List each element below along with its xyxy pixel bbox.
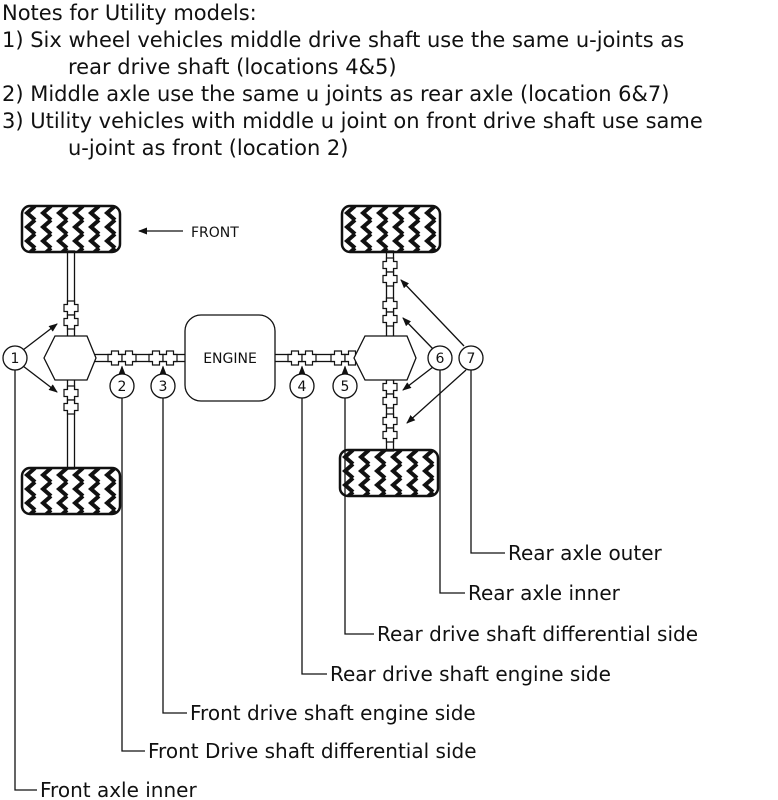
rear-differential [353, 335, 417, 381]
notes-title: Notes for Utility models: [2, 1, 257, 25]
callout-number-4: 4 [298, 379, 307, 395]
legend-label-front-driveshaft-diff-side: Front Drive shaft differential side [148, 739, 477, 763]
u-joint-rear-driveshaft-engine-side-icon [288, 351, 316, 365]
u-joint-rear-axle-upper-outer-icon [383, 258, 397, 286]
leader-line-7 [470, 370, 505, 554]
engine-box: ENGINE [184, 314, 276, 402]
rear-left-tire [340, 204, 442, 254]
legend-label-front-axle-inner: Front axle inner [40, 778, 197, 800]
callout-number-5: 5 [341, 379, 350, 395]
callout-number-3: 3 [159, 379, 168, 395]
legend-labels: Rear axle outer Rear axle inner Rear dri… [40, 541, 698, 800]
legend-label-rear-axle-inner: Rear axle inner [468, 581, 621, 605]
u-joint-front-axle-upper-icon [64, 301, 78, 329]
leader-line-1 [14, 370, 37, 791]
callout-number-2: 2 [118, 379, 127, 395]
legend-leader-lines [14, 370, 505, 791]
callout-circle-4-outline [289, 373, 315, 399]
callout-7-lower-arrow-icon [406, 369, 467, 424]
callout-circle-6-outline [427, 345, 453, 371]
leader-line-5 [344, 398, 374, 635]
callout-number-7: 7 [467, 351, 476, 367]
callout-circle-5-outline [332, 373, 358, 399]
callout-circle-7-outline [458, 345, 484, 371]
callout-arrows [22, 279, 467, 424]
notes-block: Notes for Utility models: 1) Six wheel v… [2, 1, 703, 160]
note-1-line-2: rear drive shaft (locations 4&5) [68, 55, 397, 79]
callout-1-lower-arrow-icon [22, 365, 58, 393]
callout-number-6: 6 [436, 351, 445, 367]
callout-circle-1-outline [2, 345, 28, 371]
front-label: FRONT [191, 225, 239, 241]
front-differential [43, 335, 97, 381]
legend-label-rear-driveshaft-diff-side: Rear drive shaft differential side [377, 622, 698, 646]
callout-6-lower-arrow-icon [402, 366, 434, 391]
callout-number-1: 1 [11, 351, 20, 367]
engine-label: ENGINE [203, 351, 257, 367]
u-joint-front-driveshaft-engine-side-icon [149, 351, 177, 365]
callout-6-upper-arrow-icon [402, 317, 434, 350]
u-joint-rear-axle-lower-outer-icon [383, 414, 397, 442]
callout-circle-5: 5 [332, 373, 358, 399]
front-left-tire [20, 204, 122, 254]
legend-label-front-driveshaft-engine-side: Front drive shaft engine side [190, 701, 476, 725]
callout-circle-2-outline [109, 373, 135, 399]
callout-circle-3-outline [150, 373, 176, 399]
u-joint-rear-axle-lower-inner-icon [383, 380, 397, 408]
front-pointer: FRONT [138, 225, 239, 241]
engine-outline [184, 314, 276, 402]
note-1-line-1: 1) Six wheel vehicles middle drive shaft… [2, 28, 684, 52]
rear-right-tire [338, 448, 440, 498]
callout-circle-6: 6 [427, 345, 453, 371]
callout-circle-1: 1 [2, 345, 28, 371]
callout-circles: 1 2 3 4 5 6 7 [2, 345, 484, 399]
callout-1-upper-arrow-icon [22, 323, 58, 351]
leader-line-6 [439, 370, 465, 594]
callout-circle-7: 7 [458, 345, 484, 371]
callout-circle-3: 3 [150, 373, 176, 399]
legend-label-rear-driveshaft-engine-side: Rear drive shaft engine side [330, 662, 611, 686]
leader-line-4 [301, 398, 327, 675]
note-3-line-1: 3) Utility vehicles with middle u joint … [2, 109, 703, 133]
u-joint-front-axle-lower-icon [64, 386, 78, 414]
note-2: 2) Middle axle use the same u joints as … [2, 82, 669, 106]
leader-line-2 [121, 398, 145, 752]
front-right-tire [20, 466, 122, 516]
callout-circle-2: 2 [109, 373, 135, 399]
u-joint-front-driveshaft-diff-side-icon [108, 351, 136, 365]
note-3-line-2: u-joint as front (location 2) [68, 136, 349, 160]
callout-7-upper-arrow-icon [400, 279, 465, 347]
legend-label-rear-axle-outer: Rear axle outer [508, 541, 663, 565]
leader-line-3 [162, 398, 187, 714]
u-joint-rear-axle-upper-inner-icon [383, 298, 397, 326]
callout-circle-4: 4 [289, 373, 315, 399]
